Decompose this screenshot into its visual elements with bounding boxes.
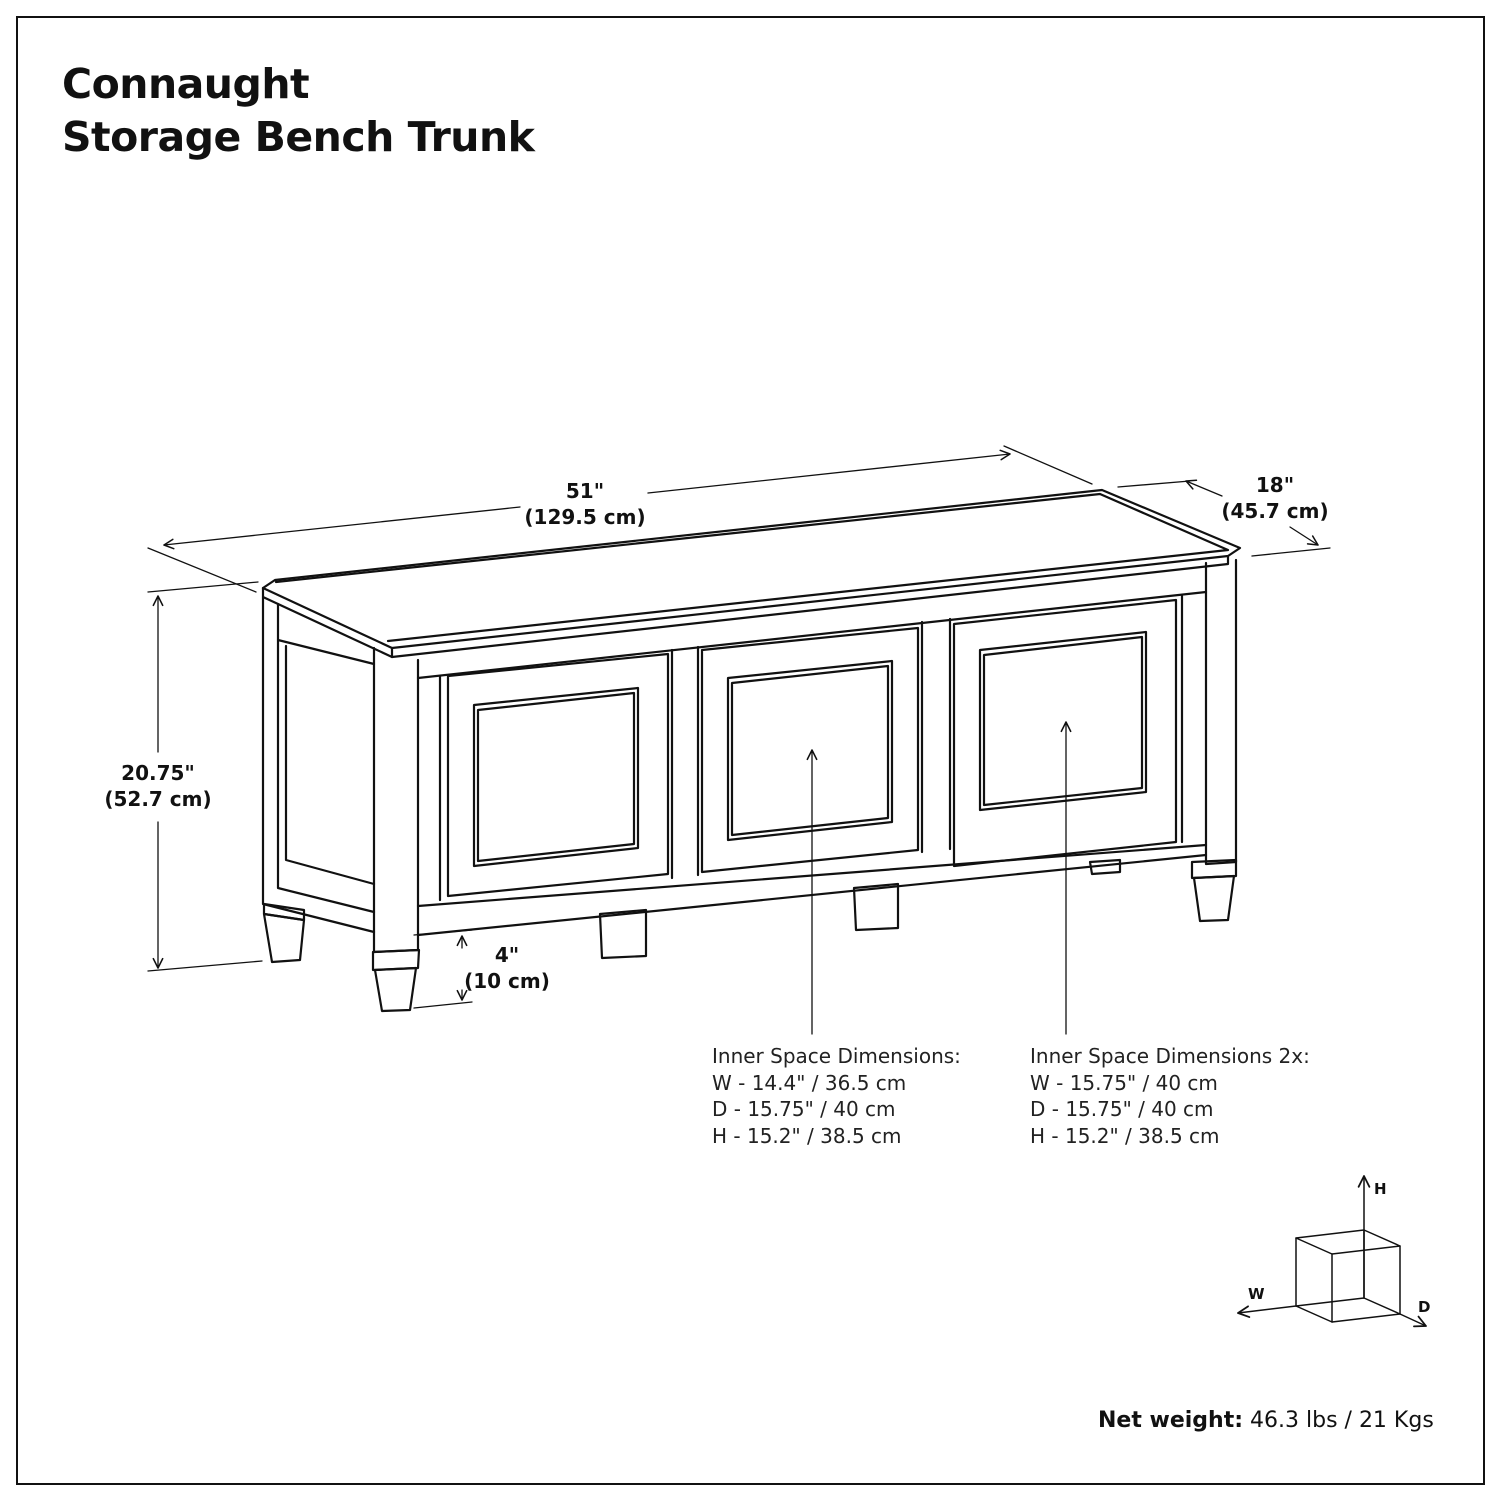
dimension-lines bbox=[147, 445, 1331, 1035]
inner-space-depth: D - 15.75" / 40 cm bbox=[1030, 1097, 1214, 1121]
width-imperial: 51" bbox=[565, 479, 605, 503]
depth-metric: (45.7 cm) bbox=[1221, 499, 1329, 523]
inner-space-width: W - 14.4" / 36.5 cm bbox=[712, 1070, 907, 1095]
depth-dimension-label: 18" (45.7 cm) bbox=[1220, 472, 1330, 524]
inner-space-depth: D - 15.75" / 40 cm bbox=[712, 1097, 896, 1121]
bench-legs bbox=[262, 858, 1238, 1013]
depth-imperial: 18" bbox=[1255, 473, 1295, 497]
title-line-2: Storage Bench Trunk bbox=[62, 113, 535, 161]
height-dimension-label: 20.75" (52.7 cm) bbox=[100, 760, 216, 812]
leg-height-imperial: 4" bbox=[494, 943, 520, 967]
width-dimension-label: 51" (129.5 cm) bbox=[520, 478, 650, 530]
net-weight: Net weight: 46.3 lbs / 21 Kgs bbox=[1098, 1408, 1434, 1433]
inner-space-height: H - 15.2" / 38.5 cm bbox=[1030, 1123, 1220, 1148]
inner-space-width: W - 15.75" / 40 cm bbox=[1030, 1070, 1218, 1095]
axis-label-h: H bbox=[1374, 1180, 1387, 1198]
inner-space-heading: Inner Space Dimensions 2x: bbox=[1030, 1044, 1310, 1068]
front-panel-left bbox=[446, 652, 670, 898]
axis-legend-cube bbox=[1237, 1175, 1427, 1328]
front-panel-middle bbox=[700, 626, 920, 874]
leg-height-metric: (10 cm) bbox=[464, 969, 550, 993]
leg-height-dimension-label: 4" (10 cm) bbox=[462, 942, 552, 994]
net-weight-label: Net weight: bbox=[1098, 1408, 1244, 1433]
height-metric: (52.7 cm) bbox=[104, 787, 212, 811]
height-imperial: 20.75" bbox=[121, 761, 195, 785]
axis-label-w: W bbox=[1248, 1285, 1265, 1303]
front-panel-right bbox=[952, 598, 1178, 868]
inner-space-spec-sides: Inner Space Dimensions 2x: W - 15.75" / … bbox=[1030, 1043, 1310, 1149]
axis-label-d: D bbox=[1418, 1298, 1431, 1316]
inner-space-heading: Inner Space Dimensions: bbox=[712, 1044, 961, 1068]
bench-outline bbox=[261, 488, 1242, 1013]
width-metric: (129.5 cm) bbox=[524, 505, 646, 529]
inner-space-height: H - 15.2" / 38.5 cm bbox=[712, 1123, 902, 1148]
inner-space-spec-center: Inner Space Dimensions: W - 14.4" / 36.5… bbox=[712, 1043, 961, 1149]
net-weight-value: 46.3 lbs / 21 Kgs bbox=[1243, 1408, 1434, 1433]
product-title: Connaught Storage Bench Trunk bbox=[62, 58, 535, 164]
title-line-1: Connaught bbox=[62, 60, 310, 108]
page-frame bbox=[16, 16, 1485, 1485]
